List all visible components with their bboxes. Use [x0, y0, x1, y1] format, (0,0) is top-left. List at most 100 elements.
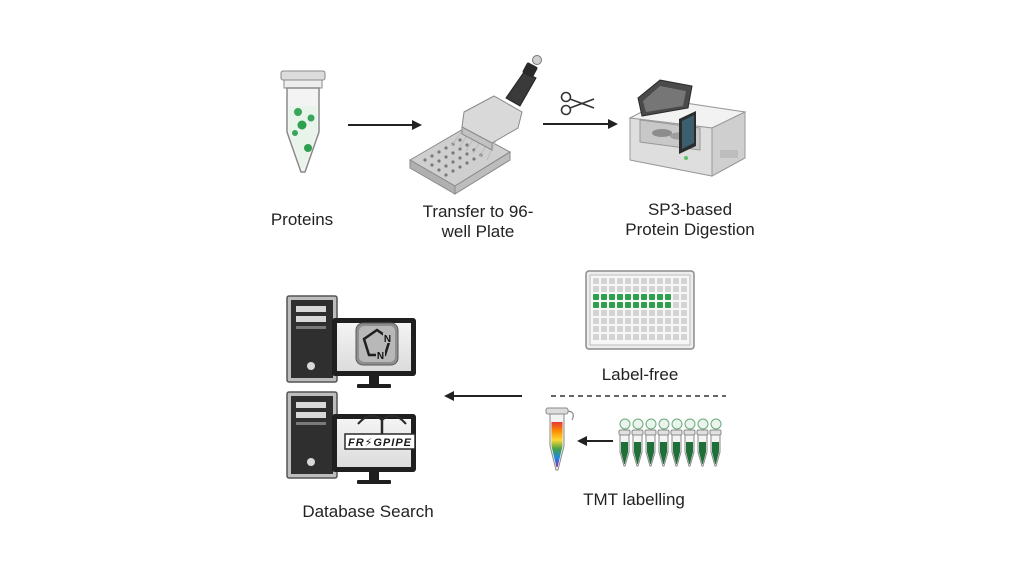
- labeled-well: [601, 302, 607, 308]
- well: [601, 278, 607, 284]
- fragpipe-logo-icon: FR⚡GPIPE: [344, 414, 416, 450]
- label-free-label: Label-free: [601, 365, 679, 384]
- well: [601, 310, 607, 316]
- tmt-channel-tube-icon: [670, 418, 683, 467]
- well: [657, 278, 663, 284]
- tmt-channel-tube-icon: [657, 418, 670, 467]
- well: [649, 334, 655, 340]
- tmt-channel-tube-icon: [696, 418, 709, 467]
- labeled-well: [609, 302, 615, 308]
- well: [673, 278, 679, 284]
- tmt-channel-tube-icon: [644, 418, 657, 467]
- labeled-well: [617, 294, 623, 300]
- labeled-well: [625, 294, 631, 300]
- tmt-pooled-tube-icon: [545, 407, 574, 471]
- labeled-well: [649, 302, 655, 308]
- microcentrifuge-tube-icon: [280, 70, 326, 173]
- fragpipe-logo-text: FR⚡GPIPE: [348, 437, 412, 449]
- well: [609, 334, 615, 340]
- well: [665, 286, 671, 292]
- labeled-well: [665, 294, 671, 300]
- labeled-well: [625, 302, 631, 308]
- well: [625, 278, 631, 284]
- well: [665, 278, 671, 284]
- labeled-well: [657, 302, 663, 308]
- svg-text:N: N: [384, 334, 391, 345]
- well: [641, 318, 647, 324]
- well: [633, 310, 639, 316]
- tmt-labelling-label: TMT labelling: [583, 490, 685, 509]
- labeled-well: [657, 294, 663, 300]
- labeled-well: [633, 302, 639, 308]
- well: [681, 278, 687, 284]
- well: [673, 294, 679, 300]
- well: [601, 318, 607, 324]
- well: [657, 334, 663, 340]
- well: [657, 318, 663, 324]
- well: [617, 286, 623, 292]
- well: [609, 310, 615, 316]
- labeled-well: [617, 302, 623, 308]
- labeled-well: [641, 302, 647, 308]
- well: [593, 334, 599, 340]
- well: [601, 334, 607, 340]
- well: [625, 326, 631, 332]
- well: [681, 326, 687, 332]
- well: [625, 286, 631, 292]
- well: [633, 286, 639, 292]
- svg-text:N: N: [377, 351, 384, 362]
- scissors-icon: [560, 91, 595, 116]
- well: [673, 302, 679, 308]
- well: [673, 286, 679, 292]
- well: [665, 318, 671, 324]
- tmt-channel-tube-icon: [683, 418, 696, 467]
- well: [633, 334, 639, 340]
- well: [625, 334, 631, 340]
- well: [641, 326, 647, 332]
- labeled-well: [665, 302, 671, 308]
- well: [633, 318, 639, 324]
- well: [609, 326, 615, 332]
- database-search-label: Database Search: [302, 502, 434, 521]
- well: [665, 326, 671, 332]
- multichannel-pipette-icon: [409, 55, 542, 195]
- well: [601, 326, 607, 332]
- well: [641, 334, 647, 340]
- well: [625, 318, 631, 324]
- labeled-well: [633, 294, 639, 300]
- well: [641, 278, 647, 284]
- well: [673, 334, 679, 340]
- labeled-well: [593, 294, 599, 300]
- labeled-well: [641, 294, 647, 300]
- well: [665, 310, 671, 316]
- tmt-channel-tube-icon: [618, 418, 631, 467]
- well: [593, 278, 599, 284]
- well: [625, 310, 631, 316]
- well: [673, 310, 679, 316]
- well: [649, 326, 655, 332]
- well: [609, 278, 615, 284]
- transfer-label: Transfer to 96- well Plate: [422, 202, 534, 241]
- well: [601, 286, 607, 292]
- well: [593, 326, 599, 332]
- well: [609, 286, 615, 292]
- labeled-well: [609, 294, 615, 300]
- well: [609, 318, 615, 324]
- well: [665, 334, 671, 340]
- well: [657, 310, 663, 316]
- imidazole-software-icon: N N: [355, 322, 399, 366]
- proteins-label: Proteins: [270, 210, 334, 229]
- well: [593, 310, 599, 316]
- well: [641, 310, 647, 316]
- well: [649, 310, 655, 316]
- well: [617, 334, 623, 340]
- well: [649, 318, 655, 324]
- labeled-well: [649, 294, 655, 300]
- well: [649, 286, 655, 292]
- tmt-channel-tubes: [618, 418, 722, 467]
- well: [649, 278, 655, 284]
- labeled-well: [593, 302, 599, 308]
- digestion-instrument-icon: [628, 79, 747, 177]
